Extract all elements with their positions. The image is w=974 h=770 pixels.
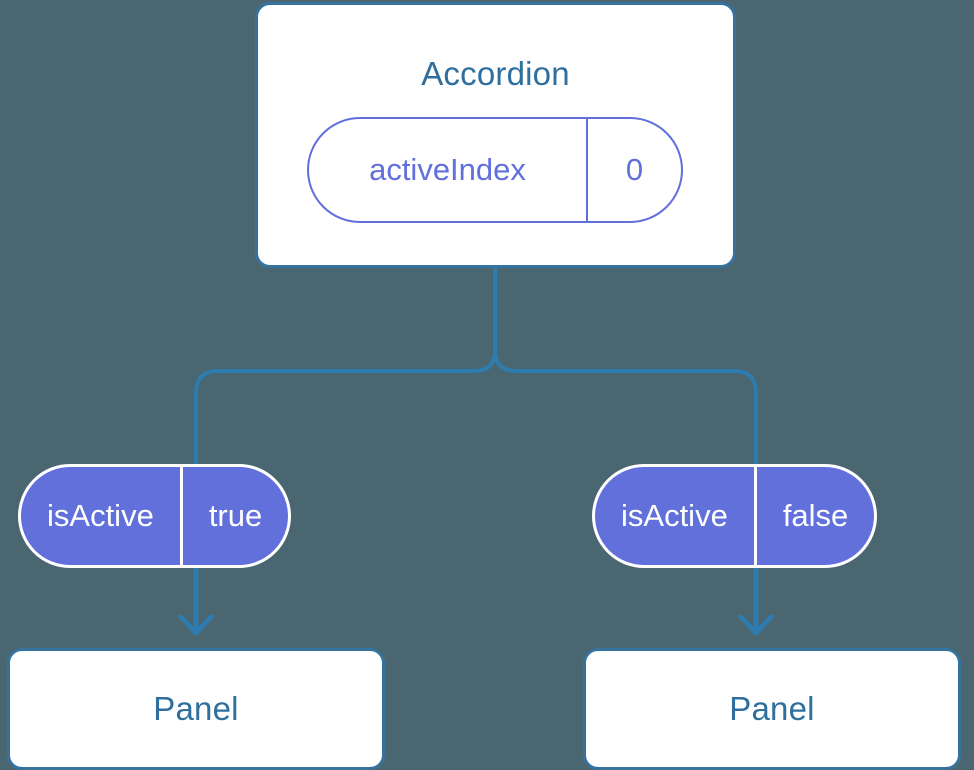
prop-pill-is-active-left[interactable]: isActive true	[18, 464, 292, 568]
prop-key-is-active-left: isActive	[21, 467, 183, 565]
prop-value-is-active-left: true	[208, 498, 263, 533]
panel-component-card-right[interactable]: Panel	[583, 648, 961, 770]
connector-root-split-right	[493, 348, 758, 472]
connector-root-split	[194, 264, 497, 472]
prop-key-is-active-right: isActive	[595, 467, 757, 565]
arrow-right-to-panel	[738, 563, 774, 636]
prop-value-active-index: 0	[625, 152, 644, 187]
prop-key-active-index: activeIndex	[309, 119, 588, 221]
panel-title-left: Panel	[153, 690, 239, 727]
prop-pill-active-index[interactable]: activeIndex 0	[307, 117, 683, 223]
accordion-title: Accordion	[421, 55, 570, 92]
arrow-left-to-panel	[178, 563, 214, 636]
prop-pill-is-active-right[interactable]: isActive false	[592, 464, 878, 568]
prop-value-is-active-right: false	[782, 498, 849, 533]
panel-title-right: Panel	[729, 690, 815, 727]
panel-component-card-left[interactable]: Panel	[7, 648, 385, 770]
